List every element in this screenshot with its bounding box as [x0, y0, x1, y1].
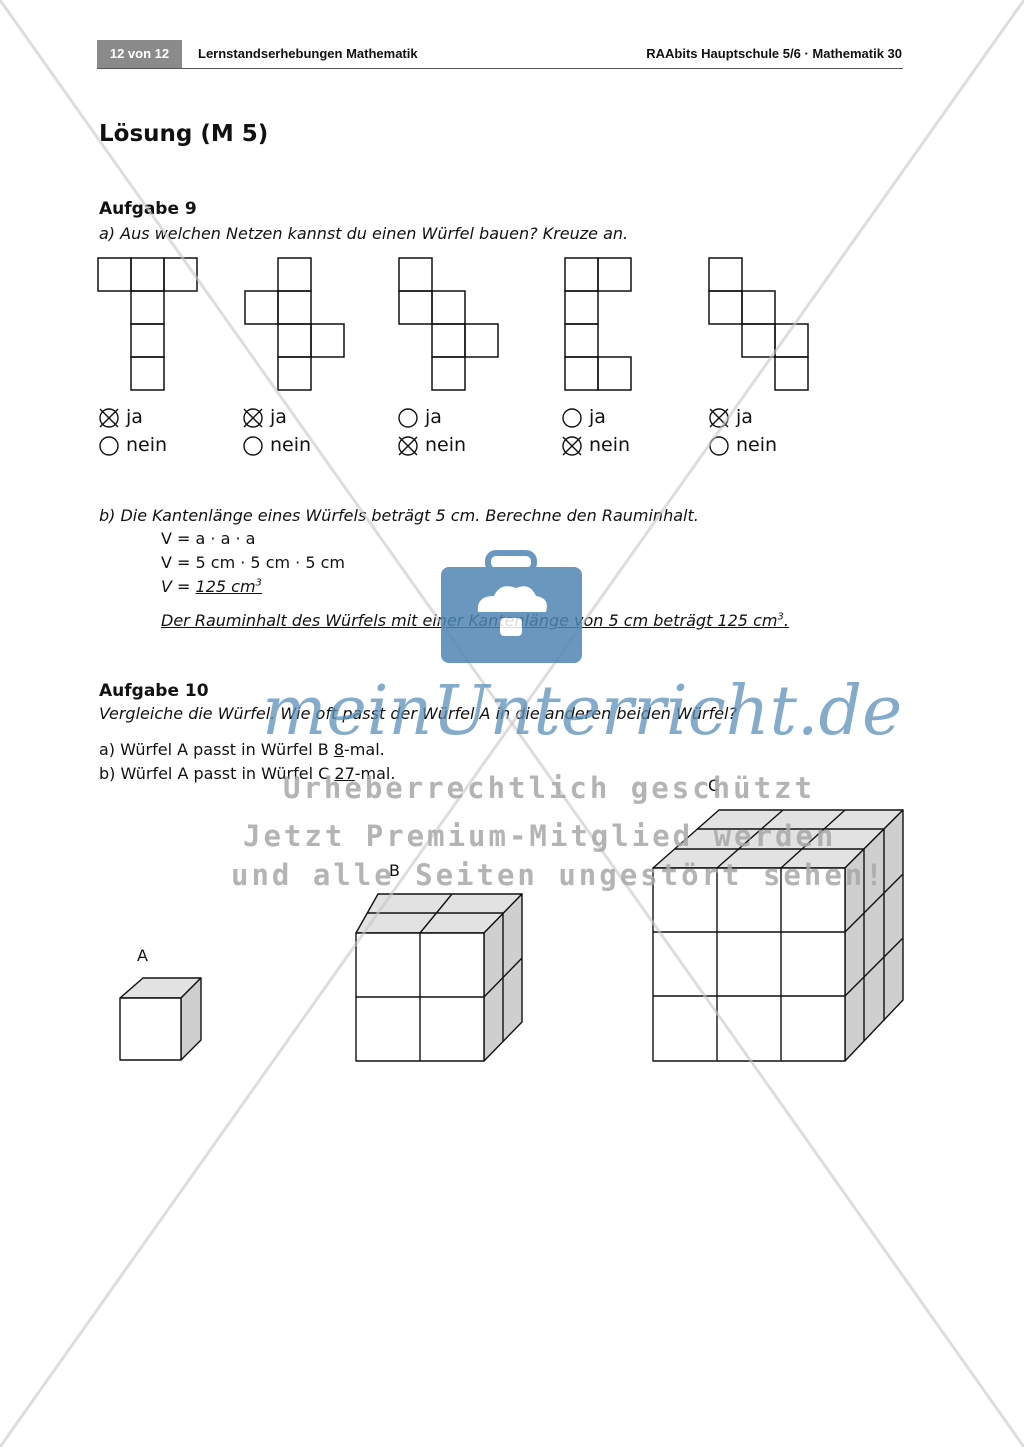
- cube-a-label: A: [137, 946, 148, 965]
- watermark-line-1: Urheberrechtlich geschützt: [283, 771, 815, 805]
- watermark-line-3: und alle Seiten ungestört sehen!: [231, 858, 886, 892]
- watermark-line-2: Jetzt Premium-Mitglied werden: [243, 819, 837, 853]
- watermark-logo-text: meinUnterricht.de: [262, 672, 903, 751]
- cube-a: [119, 977, 202, 1061]
- cube-b: [355, 893, 523, 1062]
